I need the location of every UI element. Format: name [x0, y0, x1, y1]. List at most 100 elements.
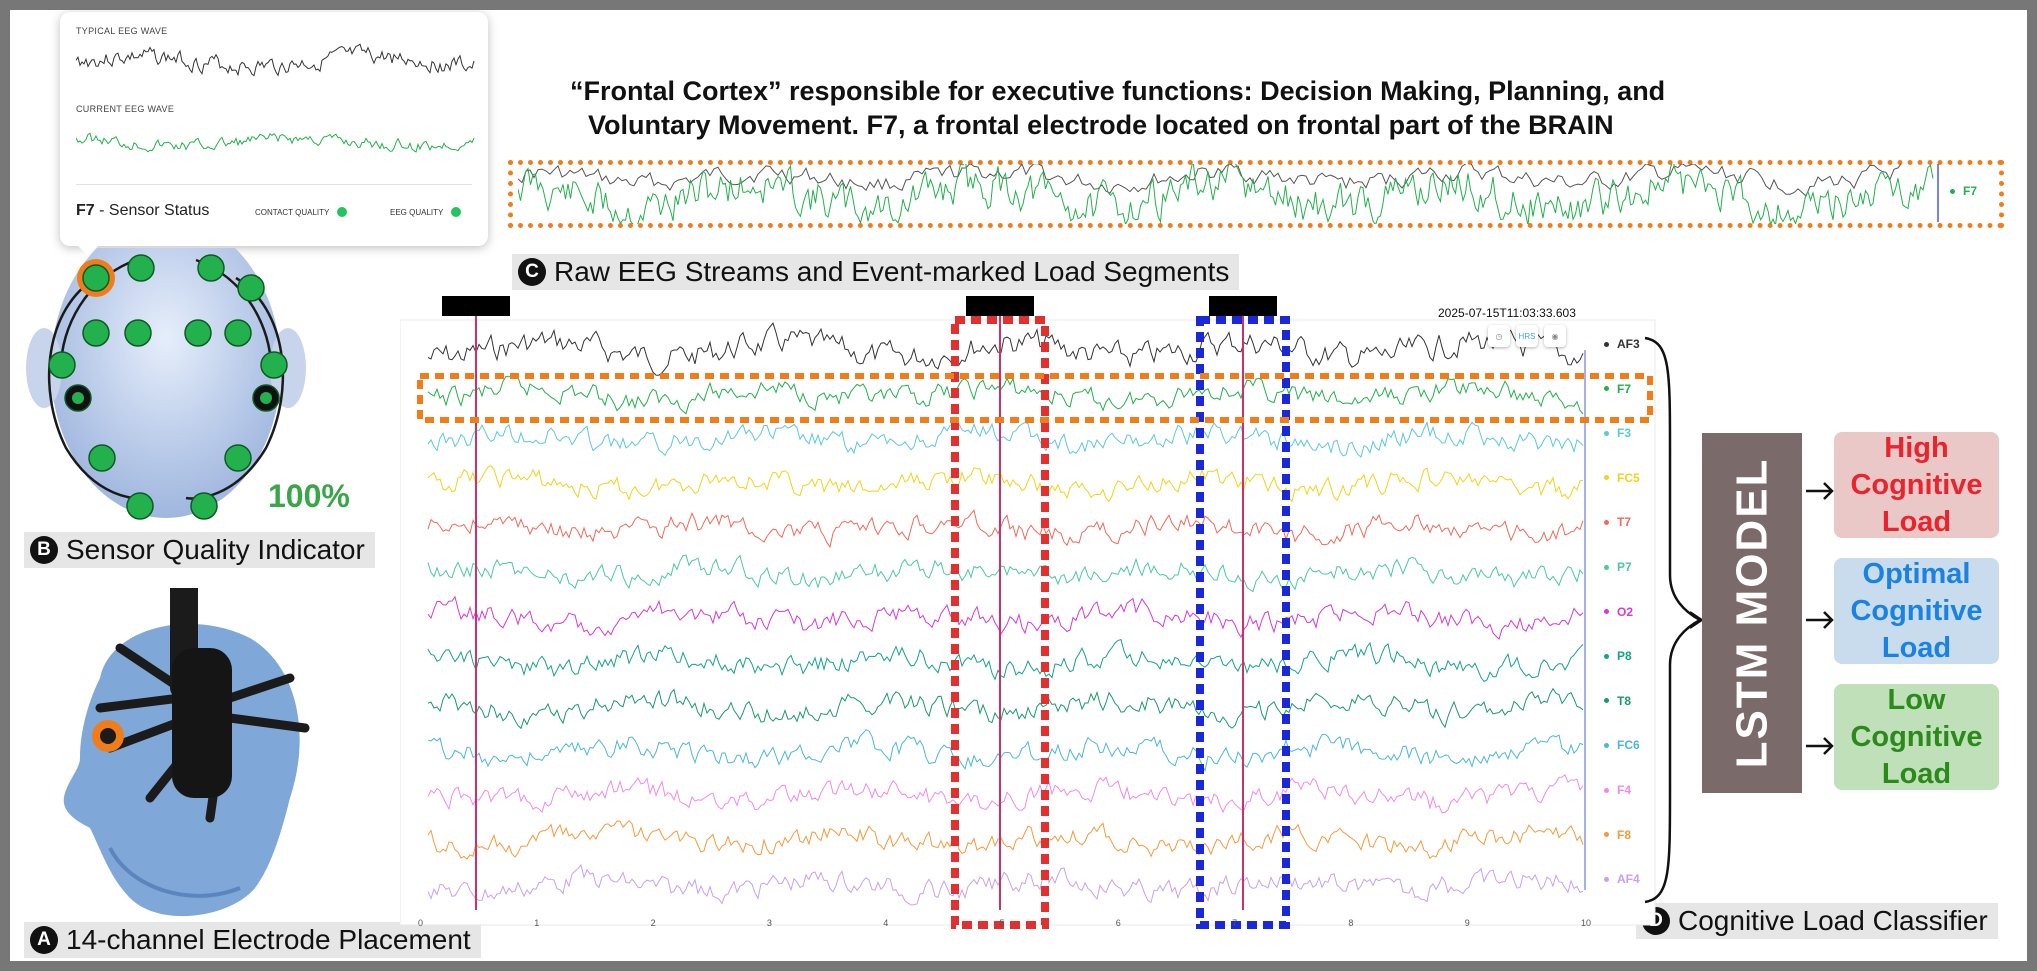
channel-label-f7: F7 — [1604, 382, 1631, 396]
eeg-trace-f4 — [427, 774, 1584, 814]
electrode-sensor — [124, 319, 152, 347]
electrode-sensor — [82, 264, 110, 292]
class-low-line-2: Cognitive — [1850, 720, 1983, 753]
f7-strip-text: F7 — [1963, 184, 1978, 198]
eeg-trace-o2 — [427, 595, 1584, 641]
card-pointer — [76, 244, 100, 256]
class-low-line-1: Low — [1887, 683, 1946, 716]
contact-quality: CONTACT QUALITY — [255, 207, 348, 217]
contact-quality-label: CONTACT QUALITY — [255, 207, 330, 217]
electrode-sensor — [237, 274, 265, 302]
channel-label-af4: AF4 — [1604, 872, 1640, 886]
channel-dot — [1604, 386, 1609, 392]
channel-label-f8: F8 — [1604, 828, 1631, 842]
typical-eeg-wave — [76, 43, 475, 77]
f7-channel-highlight — [417, 373, 1653, 423]
time-tick-label: 0 — [418, 918, 424, 928]
channel-name: FC5 — [1617, 470, 1640, 485]
electrode-sensor — [224, 319, 252, 347]
panel-a-badge: A — [30, 926, 58, 954]
channel-label-f3: F3 — [1604, 426, 1631, 440]
channels-brace — [1644, 336, 1703, 904]
figure-canvas: “Frontal Cortex” responsible for executi… — [10, 10, 2027, 961]
arrow-high — [1806, 482, 1834, 500]
electrode-sensor — [190, 492, 218, 520]
arrow-optimal — [1806, 611, 1834, 629]
class-high-line-2: Cognitive — [1850, 468, 1983, 501]
time-tick-label: 8 — [1348, 918, 1354, 928]
eeg-trace-f3 — [427, 420, 1584, 458]
channel-name: F7 — [1617, 381, 1632, 396]
time-tick-label: 5 — [999, 918, 1005, 928]
class-high-line-3: Load — [1881, 505, 1952, 538]
title-line-2: Voluntary Movement. F7, a frontal electr… — [588, 110, 1614, 140]
reference-electrode-center — [260, 392, 272, 404]
channel-dot — [1604, 430, 1609, 436]
eeg-quality-label: EEG QUALITY — [390, 207, 444, 217]
channel-label-f4: F4 — [1604, 783, 1631, 797]
eeg-streams-plot — [400, 296, 1656, 929]
channel-name: P7 — [1617, 560, 1632, 574]
channel-label-t7: T7 — [1604, 515, 1631, 529]
sensor-status-title: F7 - Sensor Status — [76, 202, 209, 220]
electrode-sensor — [126, 492, 154, 520]
channel-dot — [1604, 698, 1609, 704]
panel-b-text: Sensor Quality Indicator — [66, 534, 365, 565]
channel-name: F8 — [1617, 827, 1632, 842]
electrode-sensor — [88, 444, 116, 472]
event-marker-3 — [1209, 296, 1277, 316]
channel-dot — [1604, 787, 1609, 793]
eeg-trace-p7 — [427, 554, 1584, 593]
typical-wave-label: TYPICAL EEG WAVE — [76, 26, 168, 36]
stream-timestamp: 2025-07-15T11:03:33.603 — [1438, 306, 1576, 320]
channel-name: T8 — [1617, 693, 1632, 708]
channel-name: F4 — [1617, 783, 1632, 797]
f7-stream-strip — [518, 164, 1939, 224]
class-arrows — [1806, 482, 1834, 755]
panel-a-text: 14-channel Electrode Placement — [66, 924, 471, 955]
time-tick-label: 1 — [534, 918, 540, 928]
channel-dot — [1604, 341, 1609, 347]
event-marker-1 — [442, 296, 510, 316]
class-low-line-3: Load — [1881, 757, 1952, 790]
current-wave-label: CURRENT EEG WAVE — [76, 104, 175, 114]
card-divider — [76, 184, 472, 185]
electrode-map — [26, 248, 306, 520]
eeg-trace-t7 — [427, 509, 1584, 549]
channel-label-o2: O2 — [1604, 605, 1633, 619]
panel-c-text: Raw EEG Streams and Event-marked Load Se… — [554, 256, 1230, 287]
headset-side-view — [63, 588, 310, 917]
eeg-trace-p8 — [427, 638, 1584, 683]
channel-label-p8: P8 — [1604, 649, 1632, 663]
time-tick-label: 3 — [766, 918, 772, 928]
time-tick-label: 10 — [1581, 918, 1592, 928]
reference-electrode-center — [72, 392, 84, 404]
channel-dot — [1604, 876, 1609, 882]
electrode-sensor — [260, 351, 288, 379]
current-eeg-wave — [76, 132, 475, 153]
contact-quality-dot — [337, 207, 348, 217]
electrode-sensor — [82, 319, 110, 347]
panel-d-text: Cognitive Load Classifier — [1678, 905, 1988, 936]
eeg-trace-af4 — [427, 863, 1584, 906]
hrs-button[interactable]: HRS — [1516, 325, 1538, 347]
sensor-status-card: TYPICAL EEG WAVE CURRENT EEG WAVE F7 - S… — [60, 12, 488, 246]
quality-percent: 100% — [268, 478, 350, 514]
channel-label-fc6: FC6 — [1604, 738, 1640, 752]
clock-icon[interactable]: ◷ — [1488, 325, 1510, 347]
electrode-sensor — [224, 444, 252, 472]
channel-name: F3 — [1617, 426, 1632, 441]
eeg-quality-dot — [451, 207, 462, 217]
class-optimal-line-3: Load — [1881, 631, 1952, 664]
electrode-sensor — [48, 351, 76, 379]
electrode-sensor — [197, 254, 225, 282]
eye-icon[interactable]: ◉ — [1544, 325, 1566, 347]
class-optimal-line-2: Cognitive — [1850, 594, 1983, 627]
figure-title: “Frontal Cortex” responsible for executi… — [570, 74, 1820, 142]
class-optimal-line-1: Optimal — [1862, 557, 1971, 590]
channel-dot — [1604, 475, 1609, 481]
